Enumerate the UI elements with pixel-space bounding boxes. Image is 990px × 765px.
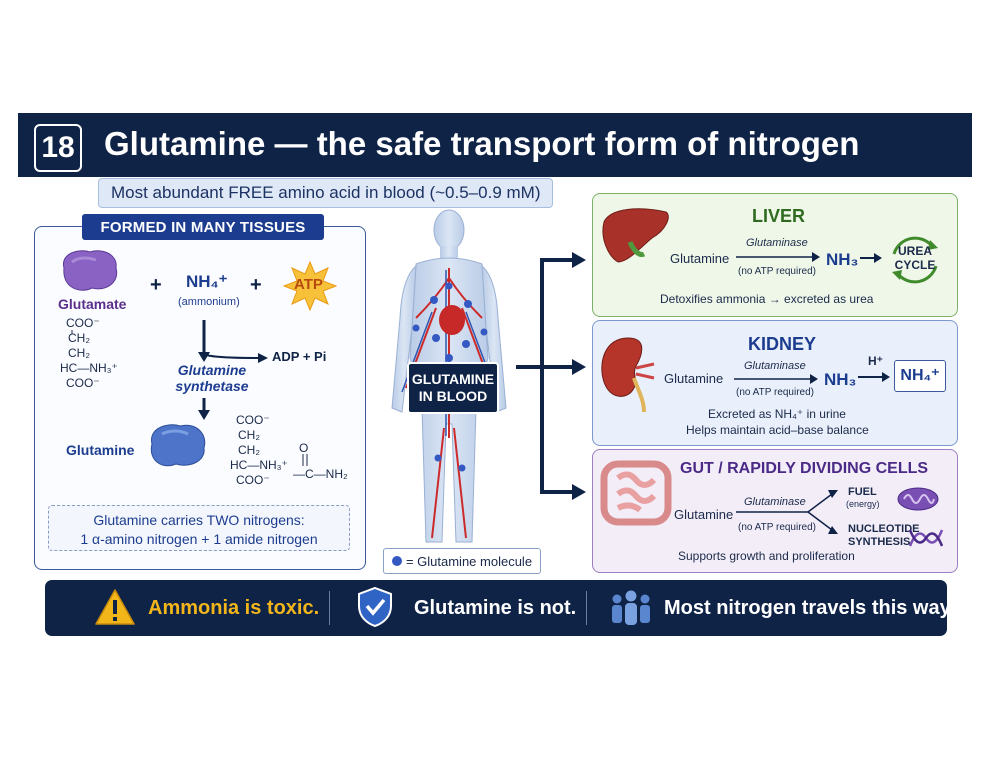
gut-note: (no ATP required)	[738, 522, 817, 533]
kidney-title: KIDNEY	[748, 334, 817, 354]
amide-double-bond	[302, 454, 308, 466]
liver-caption: Detoxifies ammonia → excreted as urea	[660, 292, 874, 306]
molecule-legend: = Glutamine molecule	[383, 548, 541, 574]
glutamate-blob-icon	[62, 250, 118, 291]
liver-arrow	[736, 252, 820, 262]
atp-label: ATP	[294, 276, 323, 293]
kidney-enzyme: Glutaminase	[744, 360, 806, 372]
kidney-product: NH₃	[824, 370, 857, 389]
glutamine-label: Glutamine	[66, 442, 135, 458]
liver-title: LIVER	[752, 206, 806, 226]
plus-sign-2: +	[250, 274, 262, 296]
glutamate-bonds	[71, 330, 73, 334]
amide-group: —C—NH₂	[293, 467, 348, 481]
mitochondria-icon	[897, 487, 939, 511]
legend-text: = Glutamine molecule	[405, 553, 533, 569]
energy-label: (energy)	[846, 499, 880, 509]
liver-substrate: Glutamine	[670, 251, 730, 266]
formation-tag: FORMED IN MANY TISSUES	[82, 214, 324, 240]
intestine-icon	[600, 460, 672, 526]
ammonium-result-box: NH₄⁺	[894, 360, 946, 392]
people-icon	[612, 590, 650, 625]
carries-detail: 1 α-amino nitrogen + 1 amide nitrogen	[80, 531, 318, 547]
liver-icon	[602, 208, 669, 263]
glutamine-blob-icon	[150, 424, 206, 467]
plus-sign-1: +	[150, 274, 162, 296]
amide-oxygen: O	[299, 441, 309, 455]
carries-title: Glutamine carries TWO nitrogens:	[93, 512, 305, 528]
dna-icon	[908, 529, 944, 547]
glutamate-structure: COO⁻ CH₂ CH₂ HC—NH₃⁺ COO⁻	[60, 316, 118, 390]
nitrogen-travels-text: Most nitrogen travels this way.	[664, 597, 955, 619]
glutamate-label: Glutamate	[58, 296, 127, 312]
adp-pi-label: ADP + Pi	[272, 349, 327, 364]
divider-2	[586, 591, 587, 625]
urea-cycle-icon	[892, 236, 938, 284]
gut-title: GUT / RAPIDLY DIVIDING CELLS	[680, 460, 929, 477]
warning-icon	[95, 589, 135, 625]
fuel-label: FUEL	[848, 486, 877, 498]
ammonium-formula: NH₄⁺	[186, 272, 228, 291]
gut-arrows	[736, 490, 838, 534]
header-bar	[18, 113, 972, 177]
kidney-icon	[601, 337, 655, 413]
kidney-caption-2: Helps maintain acid–base balance	[686, 423, 869, 437]
liver-enzyme: Glutaminase	[746, 237, 808, 249]
gut-caption: Supports growth and proliferation	[678, 549, 855, 563]
ammonium-label: (ammonium)	[178, 296, 240, 308]
liver-note: (no ATP required)	[738, 266, 817, 277]
synthesis-arrows	[198, 320, 268, 420]
distribution-arrows	[516, 252, 586, 500]
glutamine-in-blood-label: GLUTAMINE IN BLOOD	[407, 362, 499, 414]
kidney-arrow	[734, 374, 818, 384]
gut-substrate: Glutamine	[674, 507, 734, 522]
kidney-arrow-2	[858, 372, 890, 382]
divider-1	[329, 591, 330, 625]
two-nitrogens-box: Glutamine carries TWO nitrogens: 1 α-ami…	[48, 505, 350, 551]
shield-check-icon	[358, 586, 392, 628]
kidney-caption-1: Excreted as NH₄⁺ in urine	[708, 407, 846, 421]
molecule-dot-icon	[391, 556, 402, 566]
subtitle-badge: Most abundant FREE amino acid in blood (…	[98, 178, 554, 208]
atp-burst-icon	[282, 260, 338, 312]
kidney-substrate: Glutamine	[664, 371, 724, 386]
gut-panel	[592, 449, 958, 573]
gut-enzyme: Glutaminase	[744, 496, 806, 508]
kidney-proton: H⁺	[868, 354, 883, 368]
liver-product: NH₃	[826, 250, 859, 269]
kidney-note: (no ATP required)	[736, 387, 815, 398]
summary-bar	[45, 580, 947, 636]
enzyme-glutamine-synthetase: Glutamine synthetase	[175, 362, 249, 394]
page-title: Glutamine — the safe transport form of n…	[104, 125, 860, 162]
glutamine-structure: COO⁻ CH₂ CH₂ HC—NH₃⁺ COO⁻	[230, 413, 288, 487]
glutamine-safe-text: Glutamine is not.	[414, 597, 577, 619]
liver-arrow-2	[860, 253, 882, 263]
section-number: 18	[34, 124, 82, 172]
ammonia-toxic-text: Ammonia is toxic.	[148, 597, 320, 619]
